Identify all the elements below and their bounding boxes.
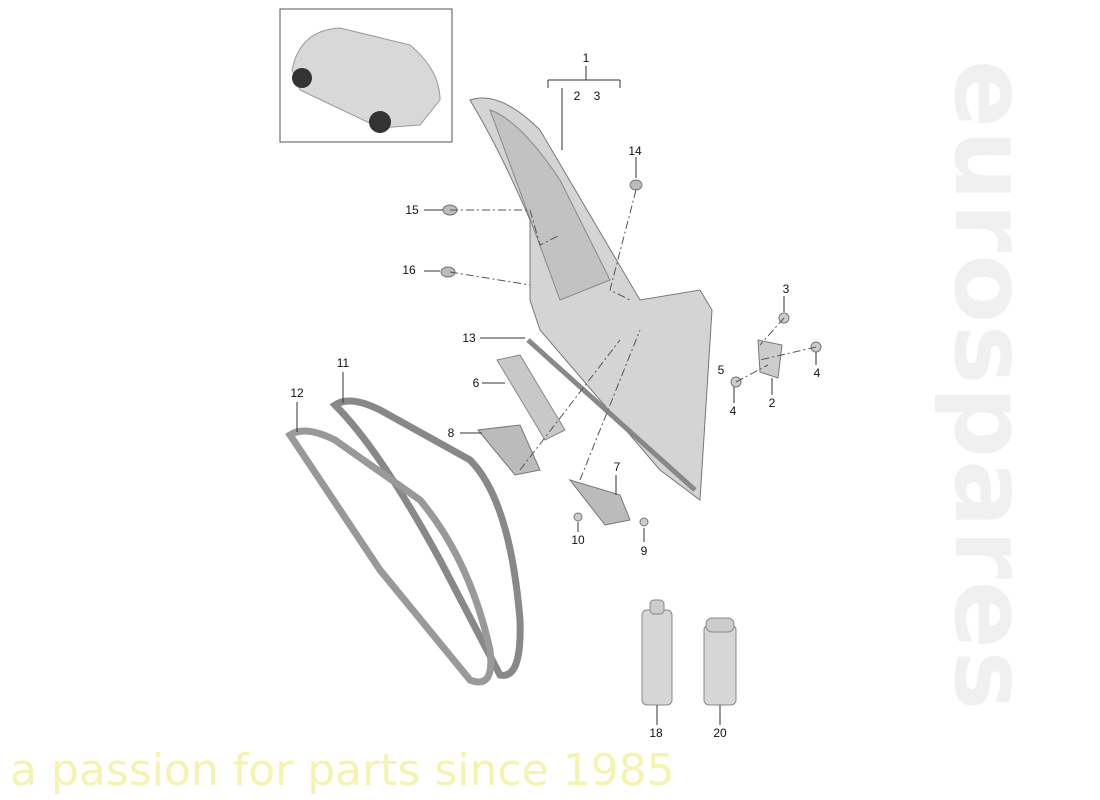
callout-18: 18 [649,726,663,740]
callout-bracket [547,66,621,150]
hinge-2 [757,339,783,379]
callout-16: 16 [402,263,416,277]
callout-4-left: 4 [729,404,737,418]
can-18 [641,599,673,706]
callout-7: 7 [613,460,621,474]
callout-3-hinge: 3 [782,282,790,296]
callout-2: 2 [573,89,581,103]
door-seal-12 [285,427,495,686]
callout-3: 3 [593,89,601,103]
vehicle-thumbnail [279,8,453,143]
watermark-slogan: a passion for parts since 1985 [10,745,675,796]
callout-4-right: 4 [813,366,821,380]
leader-lines [296,157,817,725]
check-strap-7 [568,479,631,526]
callout-2-hinge: 2 [768,396,776,410]
watermark-brand: eurospares [932,60,1049,713]
callout-15: 15 [405,203,419,217]
callout-8: 8 [447,426,455,440]
part-6 [496,354,566,441]
part-8 [477,424,541,476]
callout-11: 11 [336,356,350,370]
guide-lines [449,189,817,481]
callout-13: 13 [462,331,476,345]
callout-6: 6 [472,376,480,390]
trim-strip-13 [526,338,697,492]
callout-1: 1 [582,51,590,65]
callout-9: 9 [640,544,648,558]
door-shell [469,97,713,501]
callout-20: 20 [713,726,727,740]
can-20 [703,617,737,706]
callout-14: 14 [628,144,642,158]
callout-5: 5 [717,363,725,377]
callout-12: 12 [290,386,304,400]
callout-10: 10 [571,533,585,547]
